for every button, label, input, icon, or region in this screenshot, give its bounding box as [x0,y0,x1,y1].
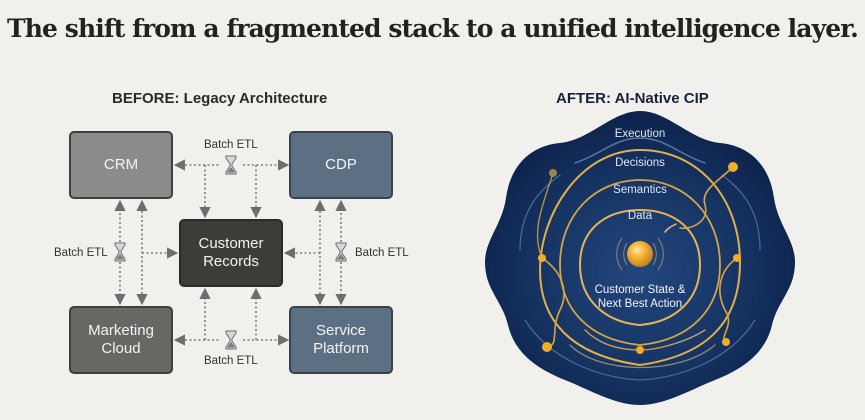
hourglass-icon [225,330,237,350]
etl-label-top: Batch ETL [204,139,258,151]
marketing-cloud-label: Marketing Cloud [88,322,154,357]
layer-label-semantics: Semantics [613,184,667,196]
etl-label-right: Batch ETL [355,247,409,259]
customer-records-label: Customer Records [198,235,264,270]
execution-ring [574,137,706,164]
core-orb [627,241,653,267]
before-heading: BEFORE: Legacy Architecture [112,90,328,107]
node-dot [542,342,552,352]
node-dot [728,162,738,172]
layer-label-data: Data [627,210,653,222]
decisions-ring [538,148,742,367]
page-title: The shift from a fragmented stack to a u… [7,14,859,43]
node-dot [636,346,644,354]
after-heading: AFTER: AI-Native CIP [556,90,709,107]
service-platform-label: Service Platform [313,322,369,357]
etl-label-left: Batch ETL [54,247,108,259]
node-dot [538,254,546,262]
cdp-label: CDP [325,156,357,173]
layer-label-execution: Execution [614,128,666,140]
data-ring [578,208,702,327]
crm-box: CRM [69,131,173,199]
marketing-cloud-box: Marketing Cloud [69,306,173,374]
node-dot [549,169,557,177]
crm-label: CRM [103,156,139,173]
etl-label-bottom: Batch ETL [204,355,258,367]
node-dot [733,254,741,262]
hourglass-icon [335,242,347,262]
service-platform-box: Service Platform [289,306,393,374]
node-dot [722,338,730,346]
hourglass-icon [114,242,126,262]
cdp-box: CDP [289,131,393,199]
customer-records-box: Customer Records [179,219,283,287]
core-label: Customer State & Next Best Action [594,284,686,310]
layer-label-decisions: Decisions [615,157,665,169]
semantics-ring [559,179,721,346]
hourglass-icon [225,155,237,175]
